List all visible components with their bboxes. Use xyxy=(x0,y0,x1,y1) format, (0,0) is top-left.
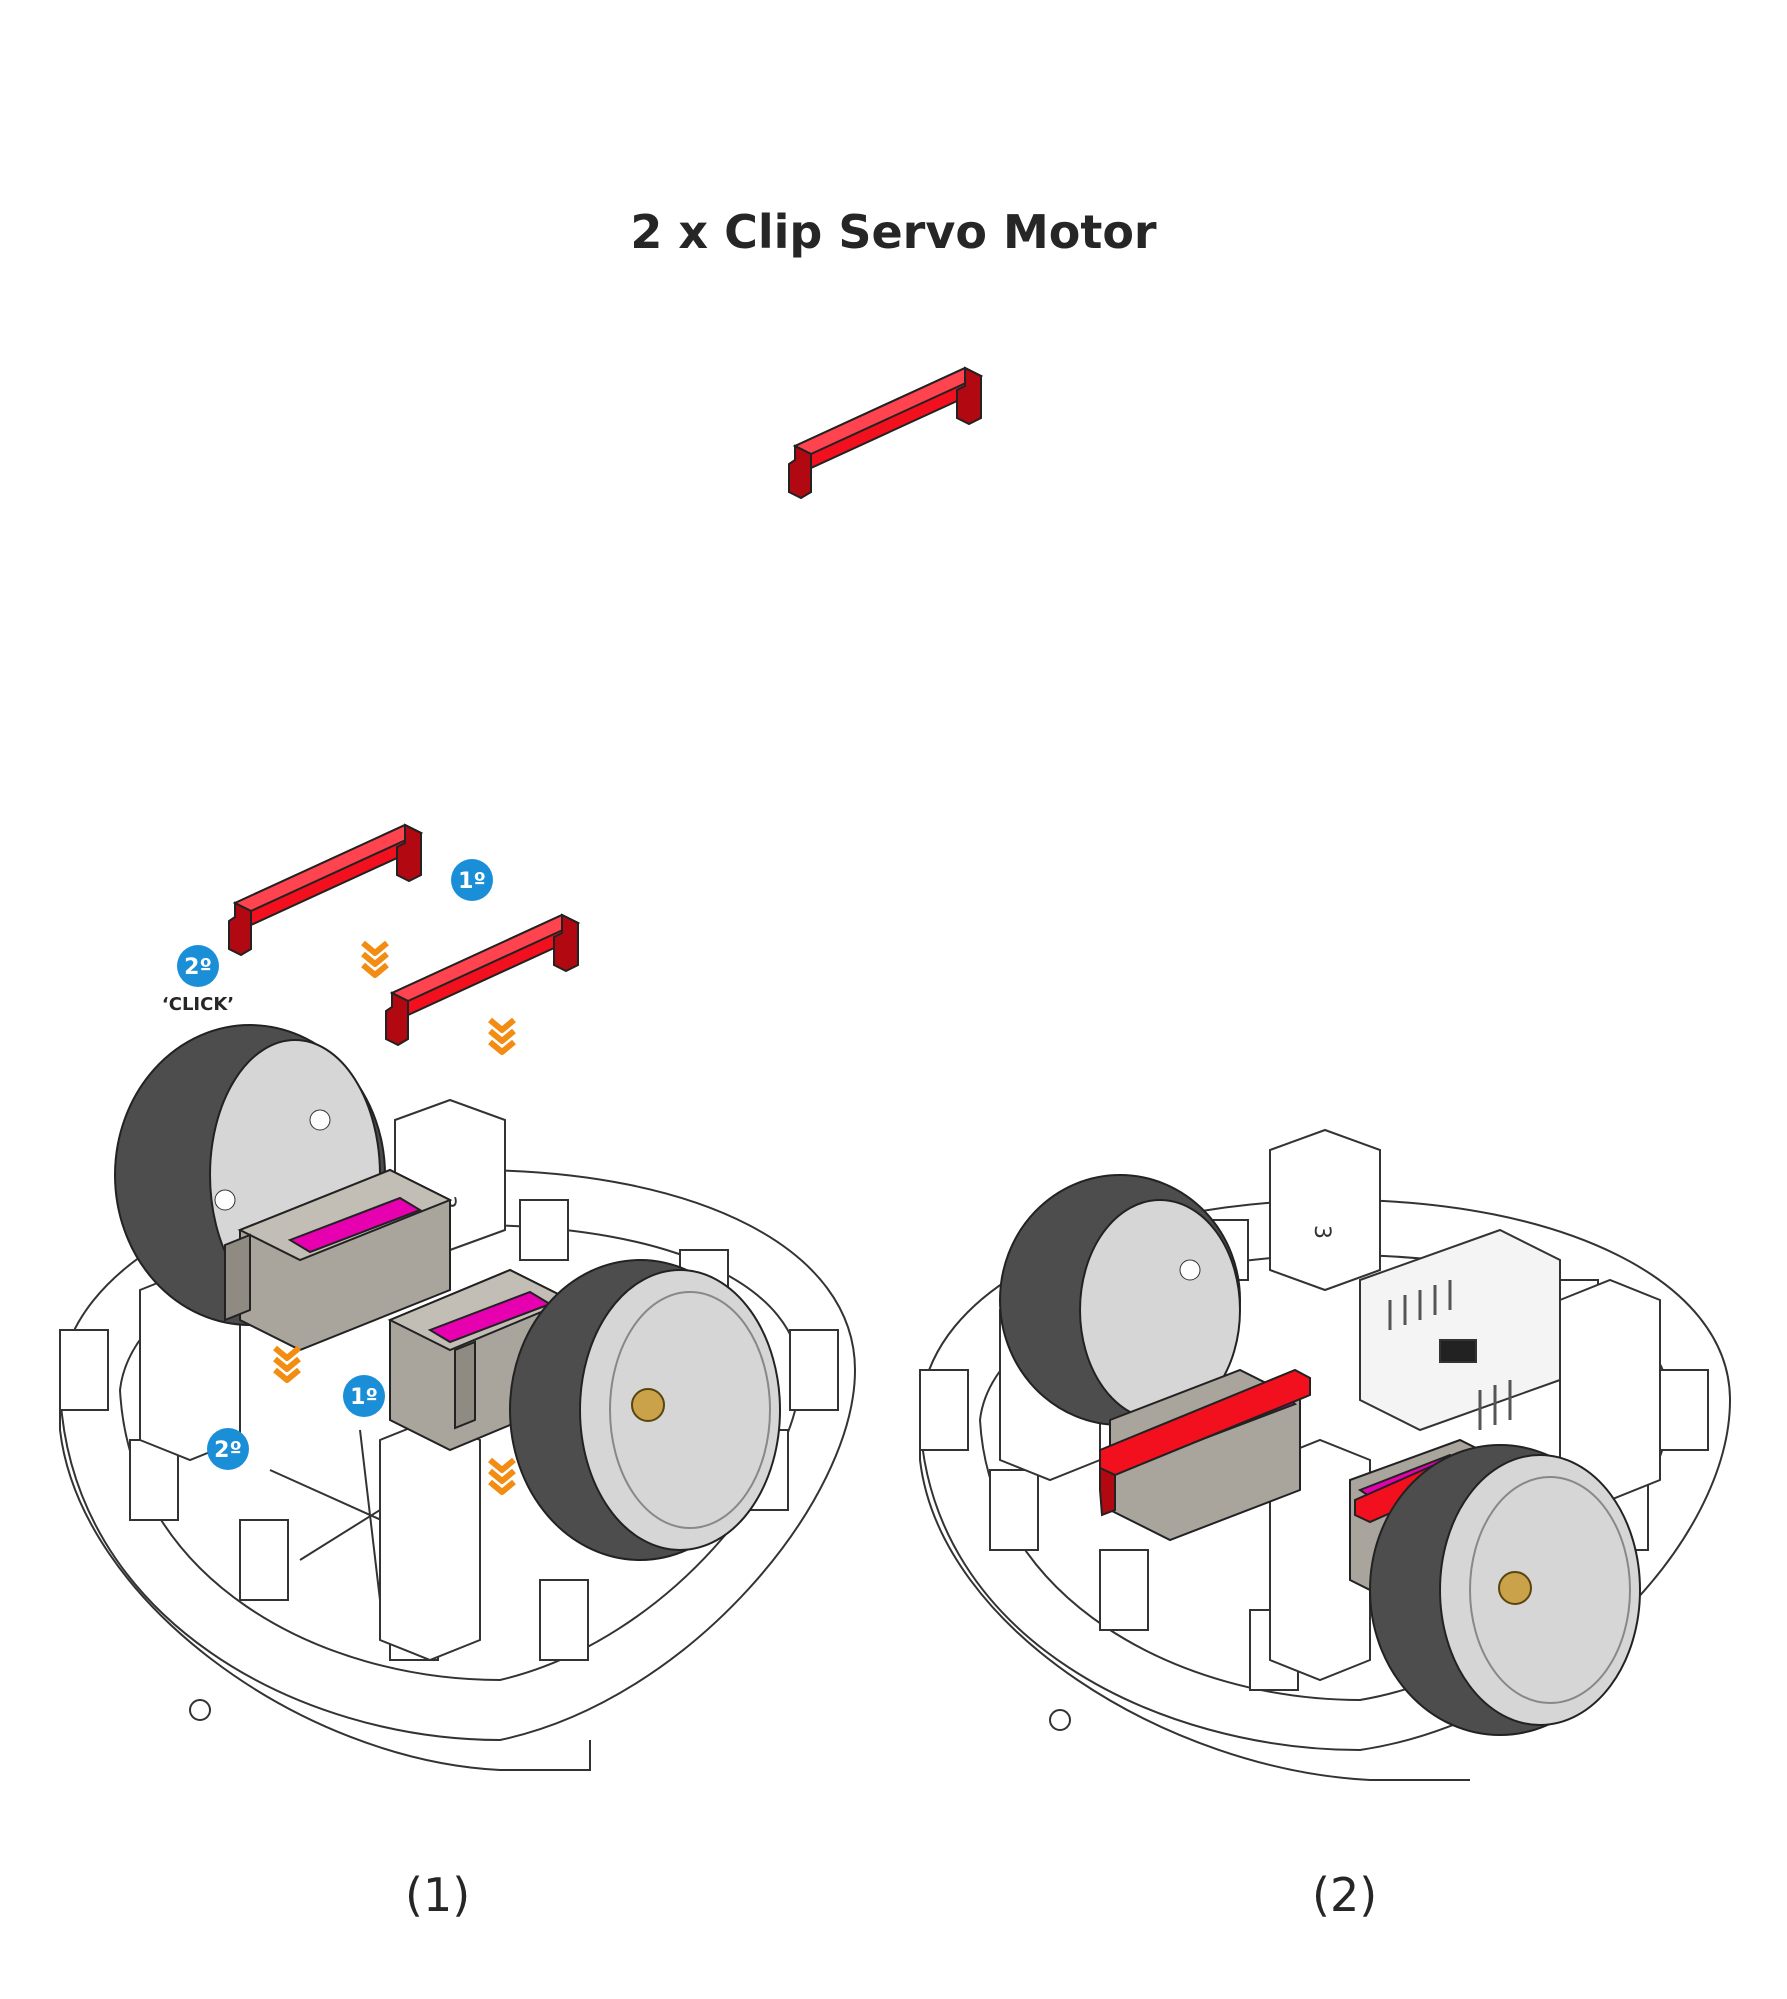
step2-caption: (2) xyxy=(1312,1868,1378,1922)
right-wheel xyxy=(1369,1444,1641,1736)
svg-text:2º: 2º xyxy=(184,955,212,980)
servo-clip-1 xyxy=(228,824,422,956)
step-badge-first: 1º xyxy=(343,1375,385,1417)
servo-motor-1 xyxy=(224,1168,453,1352)
step1-caption: (1) xyxy=(405,1868,471,1922)
servo-clip-part xyxy=(788,367,982,499)
click-label: ‘CLICK’ xyxy=(162,994,234,1015)
servo-clip-installed-1 xyxy=(1099,1368,1311,1517)
step2-assembly: 3 xyxy=(918,1128,1732,1781)
down-arrow-icon xyxy=(490,1020,514,1052)
down-arrow-icon xyxy=(363,943,387,975)
svg-text:1º: 1º xyxy=(458,869,486,894)
step1-assembly: 3 xyxy=(58,824,857,1771)
svg-text:1º: 1º xyxy=(350,1385,378,1410)
left-wheel xyxy=(999,1174,1241,1426)
svg-text:3: 3 xyxy=(1309,1225,1334,1239)
page-title: 2 x Clip Servo Motor xyxy=(630,205,1157,259)
svg-text:2º: 2º xyxy=(214,1438,242,1463)
step-badge-second: 2º xyxy=(177,945,219,987)
step-badge-first: 1º xyxy=(451,859,493,901)
right-wheel xyxy=(509,1259,781,1561)
step-badge-second: 2º xyxy=(207,1428,249,1470)
servo-clip-2 xyxy=(385,914,579,1046)
